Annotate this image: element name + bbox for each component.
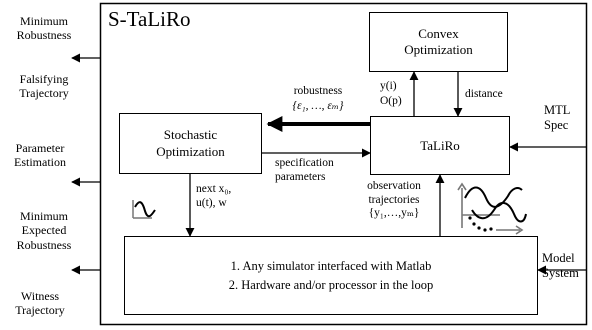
falsifying-output: Falsifying Trajectory xyxy=(19,72,69,101)
s-taliro-frame xyxy=(99,2,588,326)
simulator-line-2: 2. Hardware and/or processor in the loop xyxy=(228,277,434,292)
signal-wave-icon xyxy=(132,200,156,219)
robustness-label: robustness xyxy=(293,85,343,97)
simulator-line-1: 1. Any simulator interfaced with Matlab xyxy=(230,258,432,273)
system-title: S-TaLiRo xyxy=(108,7,191,31)
min-robustness-output: Minimum Robustness xyxy=(16,14,72,43)
spec-params-label: specification parameters xyxy=(275,157,334,183)
y-i-label: y(i) xyxy=(380,80,397,92)
min-expected-output: Minimum Expected Robustness xyxy=(16,209,72,252)
simulator-block: 1. Any simulator interfaced with Matlab … xyxy=(124,236,538,315)
next-inputs-label: next x₀, u(t), w xyxy=(196,183,232,210)
mtl-spec-input: MTL Spec xyxy=(544,103,571,132)
convex-optimization-label: Convex Optimization xyxy=(404,25,473,57)
convex-optimization-block: Convex Optimization xyxy=(369,12,508,72)
witness-output: Witness Trajectory xyxy=(15,289,65,318)
stochastic-optimization-label: Stochastic Optimization xyxy=(156,126,225,159)
taliro-block: TaLiRo xyxy=(370,116,510,175)
stochastic-optimization-block: Stochastic Optimization xyxy=(119,113,262,174)
param-estimation-output: Parameter Estimation xyxy=(14,141,66,170)
model-system-input: Model System xyxy=(542,251,579,280)
observation-set-label: {y₁,…,yₘ} xyxy=(368,207,420,219)
o-p-label: O(p) xyxy=(380,95,402,107)
observation-label: observation trajectories xyxy=(367,180,421,206)
trajectories-plot-icon xyxy=(457,182,527,235)
taliro-label: TaLiRo xyxy=(420,137,460,153)
robustness-set-label: {ε₁, …, εₘ} xyxy=(292,100,344,112)
distance-label: distance xyxy=(465,88,503,100)
